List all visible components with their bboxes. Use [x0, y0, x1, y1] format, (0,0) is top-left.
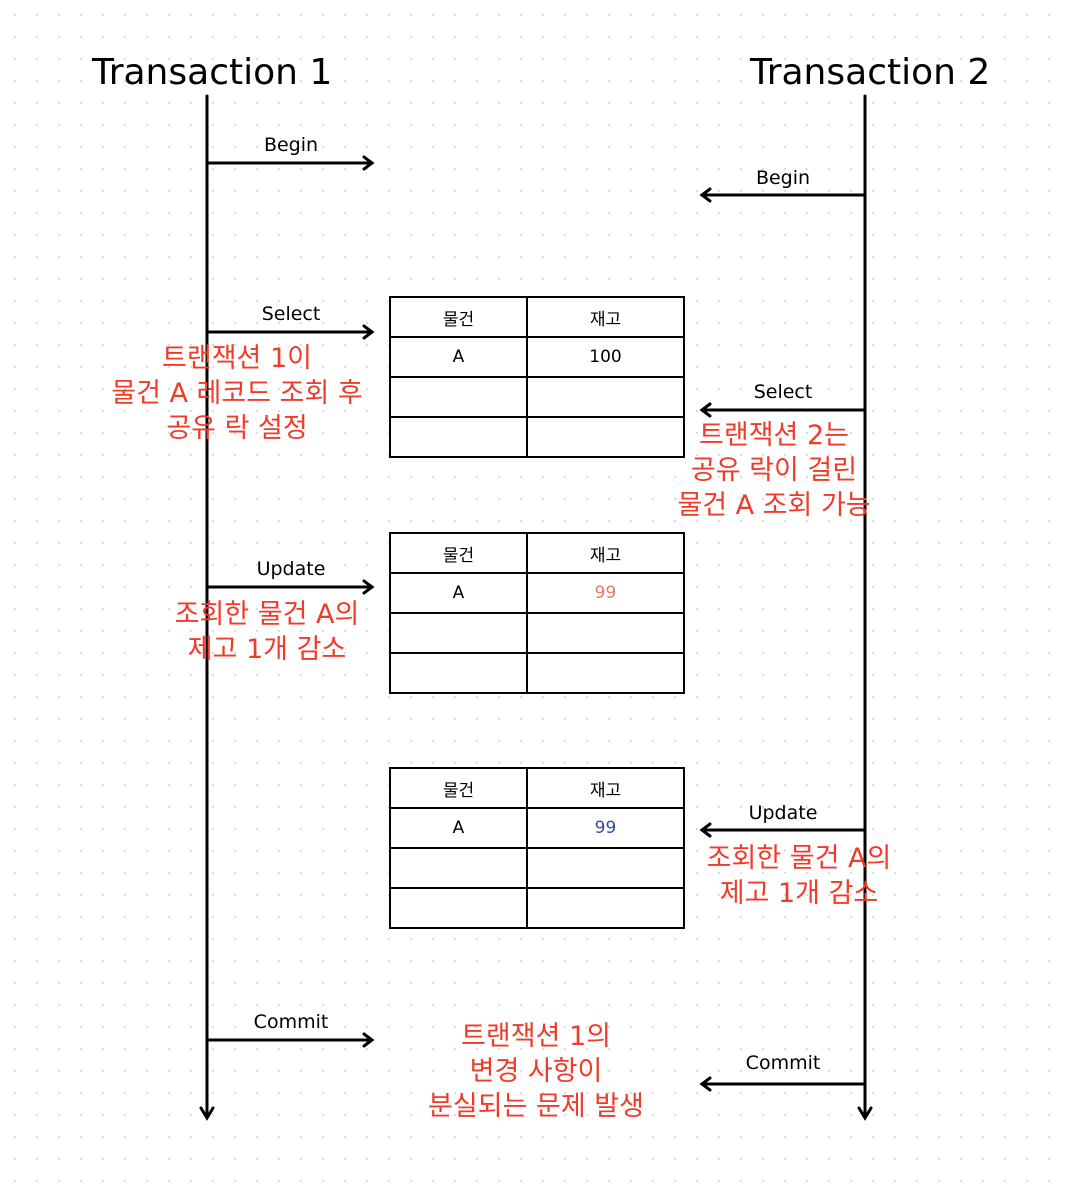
t1-commit-label: Commit [253, 1011, 329, 1033]
t2-update-note: 조회한 물건 A의 제고 1개 감소 [707, 841, 892, 911]
stock-table-2: 물건 재고 A 99 [389, 532, 685, 694]
transaction-1-lifeline-arrowhead [199, 1106, 215, 1121]
note-line: 제고 1개 감소 [187, 634, 347, 665]
note-line: 공유 락이 걸린 [690, 455, 858, 486]
transaction-2-lifeline-arrowhead [857, 1106, 873, 1121]
table-cell-stock: 100 [526, 336, 685, 378]
table-cell-item [389, 376, 528, 418]
transaction-1-title: Transaction 1 [92, 52, 333, 93]
table-row: A 100 [389, 336, 685, 378]
t1-select-label: Select [261, 303, 321, 325]
commit-problem-note: 트랜잭션 1의 변경 사항이 분실되는 문제 발생 [428, 1019, 644, 1124]
table-cell-item [389, 887, 528, 929]
table-header-stock: 재고 [526, 296, 685, 338]
t2-update-label: Update [748, 802, 818, 824]
t1-select-note: 트랜잭션 1이 물건 A 레코드 조회 후 공유 락 설정 [111, 341, 363, 446]
table-row [389, 847, 685, 889]
t1-begin-label: Begin [263, 134, 319, 156]
table-row: A 99 [389, 807, 685, 849]
table-cell-item [389, 652, 528, 694]
t2-commit-label: Commit [745, 1052, 821, 1074]
stock-table-3: 물건 재고 A 99 [389, 767, 685, 929]
table-row [389, 376, 685, 418]
note-line: 공유 락 설정 [166, 413, 308, 444]
table-cell-item [389, 416, 528, 458]
note-line: 트랜잭션 2는 [699, 420, 849, 451]
table-cell-stock [526, 652, 685, 694]
table-cell-item [389, 612, 528, 654]
table-row [389, 416, 685, 458]
t1-select-arrowhead [362, 324, 375, 340]
table-cell-stock [526, 847, 685, 889]
note-line: 물건 A 조회 가능 [677, 490, 871, 521]
table-header-item: 물건 [389, 296, 528, 338]
table-header-stock: 재고 [526, 532, 685, 574]
table-cell-stock: 99 [526, 807, 685, 849]
table-cell-stock: 99 [526, 572, 685, 614]
t2-update-arrowhead [699, 822, 712, 838]
t2-select-arrowhead [699, 402, 712, 418]
table-header-item: 물건 [389, 532, 528, 574]
t2-begin-label: Begin [755, 167, 811, 189]
t1-update-label: Update [256, 558, 326, 580]
table-cell-item: A [389, 336, 528, 378]
table-header-stock: 재고 [526, 767, 685, 809]
transaction-2-title: Transaction 2 [750, 52, 991, 93]
note-line: 조회한 물건 A의 [174, 599, 360, 630]
table-header-row: 물건 재고 [389, 296, 685, 338]
table-cell-item: A [389, 807, 528, 849]
table-cell-stock [526, 887, 685, 929]
table-header-item: 물건 [389, 767, 528, 809]
note-line: 물건 A 레코드 조회 후 [111, 378, 363, 409]
t1-update-note: 조회한 물건 A의 제고 1개 감소 [175, 597, 360, 667]
t2-select-label: Select [753, 381, 813, 403]
note-line: 조회한 물건 A의 [706, 843, 892, 874]
t1-begin-arrowhead [362, 155, 375, 171]
table-cell-stock [526, 416, 685, 458]
table-header-row: 물건 재고 [389, 767, 685, 809]
table-row [389, 612, 685, 654]
t1-update-arrowhead [362, 579, 375, 595]
t2-select-note: 트랜잭션 2는 공유 락이 걸린 물건 A 조회 가능 [677, 418, 870, 523]
t2-commit-arrowhead [699, 1076, 712, 1092]
note-line: 트랜잭션 1의 [461, 1021, 611, 1052]
table-row: A 99 [389, 572, 685, 614]
t1-commit-arrowhead [362, 1032, 375, 1048]
note-line: 분실되는 문제 발생 [428, 1091, 644, 1122]
table-row [389, 652, 685, 694]
note-line: 변경 사항이 [469, 1056, 603, 1087]
table-row [389, 887, 685, 929]
table-cell-item: A [389, 572, 528, 614]
table-cell-stock [526, 612, 685, 654]
stock-table-1: 물건 재고 A 100 [389, 296, 685, 458]
table-header-row: 물건 재고 [389, 532, 685, 574]
note-line: 제고 1개 감소 [719, 878, 879, 909]
t2-begin-arrowhead [699, 187, 712, 203]
note-line: 트랜잭션 1이 [162, 343, 312, 374]
table-cell-stock [526, 376, 685, 418]
table-cell-item [389, 847, 528, 889]
